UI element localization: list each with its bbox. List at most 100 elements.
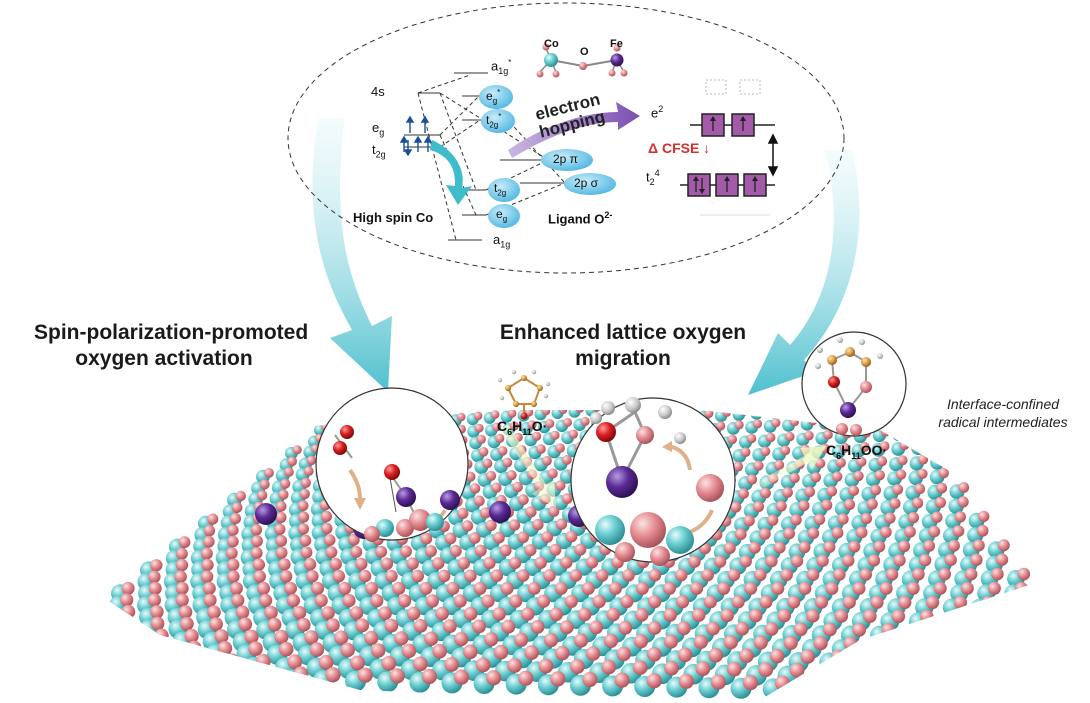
surface-o-atom: [780, 445, 791, 456]
label-t2g-left: t2g: [372, 142, 386, 160]
surface-o-atom: [543, 569, 556, 582]
surface-o-atom: [884, 512, 896, 524]
surface-o-atom: [738, 488, 749, 499]
surface-o-atom: [903, 637, 918, 652]
electron-hopping-arrow-icon: [508, 102, 640, 158]
surface-o-atom: [691, 608, 706, 622]
surface-o-atom: [732, 461, 744, 472]
surface-o-atom: [536, 594, 551, 608]
surface-co-atom: [981, 640, 1002, 661]
surface-o-atom: [424, 631, 439, 646]
surface-o-atom: [730, 501, 742, 513]
surface-o-atom: [125, 639, 141, 655]
left-heading-line2: oxygen activation: [75, 347, 253, 370]
surface-o-atom: [453, 669, 469, 685]
label-co-atom: Co: [544, 38, 559, 50]
surface-o-atom: [292, 445, 302, 455]
surface-o-atom: [938, 567, 951, 581]
surface-co-atom: [1016, 627, 1036, 647]
surface-o-atom: [293, 666, 309, 682]
surface-o-atom: [121, 604, 136, 619]
surface-o-atom: [967, 679, 984, 695]
surface-o-atom: [855, 526, 868, 539]
surface-o-atom: [898, 595, 912, 610]
surface-o-atom: [380, 557, 394, 570]
surface-o-atom: [806, 609, 820, 623]
surface-o-atom: [826, 485, 837, 497]
surface-o-atom: [969, 623, 983, 638]
surface-o-atom: [554, 581, 568, 595]
surface-o-atom: [663, 581, 676, 595]
surface-o-atom: [518, 670, 534, 686]
surface-o-atom: [275, 546, 288, 559]
label-t2-4: t24: [646, 168, 660, 187]
surface-o-atom: [646, 673, 662, 689]
c6h11o-label: C6H11O·: [497, 418, 548, 437]
surface-o-atom: [807, 676, 823, 692]
surface-o-atom: [475, 657, 491, 673]
lattice-oxygen-migration-zoom-circle: [570, 397, 736, 566]
surface-o-atom: [568, 429, 579, 439]
surface-o-atom: [298, 511, 310, 523]
surface-o-atom: [334, 630, 349, 645]
surface-o-atom: [555, 518, 568, 530]
surface-o-atom: [370, 594, 384, 608]
surface-o-atom: [326, 618, 340, 632]
surface-o-atom: [229, 581, 243, 595]
surface-o-atom: [960, 581, 974, 595]
surface-o-atom: [255, 653, 271, 669]
surface-o-atom: [734, 420, 744, 430]
surface-o-atom: [164, 664, 180, 680]
surface-o-atom: [93, 604, 107, 619]
surface-co-atom: [175, 643, 196, 664]
surface-o-atom: [964, 567, 978, 581]
surface-o-atom: [920, 609, 934, 624]
surface-o-atom: [355, 618, 370, 633]
surface-co-atom: [1064, 655, 1075, 677]
surface-co-atom: [152, 666, 174, 688]
label-ligand: Ligand O2-: [548, 210, 613, 227]
surface-o-atom: [885, 568, 899, 581]
surface-o-atom: [457, 557, 470, 570]
surface-o-atom: [457, 507, 469, 519]
surface-o-atom: [549, 543, 562, 556]
surface-o-atom: [297, 500, 309, 512]
surface-o-atom: [94, 627, 109, 643]
surface-o-atom: [541, 410, 551, 416]
surface-o-atom: [993, 638, 1008, 653]
surface-o-atom: [775, 500, 787, 512]
surface-o-atom: [984, 651, 1000, 667]
electronic-structure-panel: [287, 2, 845, 274]
surface-o-atom: [542, 455, 552, 466]
surface-o-atom: [933, 581, 947, 595]
surface-co-atom: [794, 679, 816, 700]
surface-o-atom: [437, 569, 451, 583]
surface-o-atom: [550, 430, 560, 440]
surface-o-atom: [634, 608, 649, 622]
surface-o-atom: [618, 620, 633, 635]
surface-o-atom: [771, 418, 781, 428]
surface-o-atom: [355, 557, 368, 571]
surface-o-atom: [121, 616, 136, 631]
surface-o-atom: [545, 419, 555, 429]
surface-co-atom: [934, 668, 956, 689]
surface-o-atom: [953, 651, 969, 666]
surface-o-atom: [753, 635, 768, 650]
surface-o-atom: [807, 527, 820, 540]
surface-co-atom: [755, 393, 767, 405]
surface-o-atom: [757, 410, 767, 415]
surface-fe-atom: [489, 501, 511, 523]
surface-o-atom: [461, 520, 474, 532]
surface-o-atom: [764, 622, 779, 636]
surface-o-atom: [589, 620, 603, 635]
surface-o-atom: [582, 671, 598, 688]
surface-o-atom: [227, 570, 240, 583]
surface-o-atom: [842, 595, 856, 609]
surface-co-atom: [216, 668, 238, 690]
surface-o-atom: [120, 593, 134, 607]
surface-o-atom: [632, 660, 648, 675]
surface-o-atom: [1077, 653, 1090, 668]
label-4s: 4s: [371, 84, 385, 99]
label-o-atom: O: [580, 46, 589, 58]
surface-o-atom: [244, 629, 259, 644]
